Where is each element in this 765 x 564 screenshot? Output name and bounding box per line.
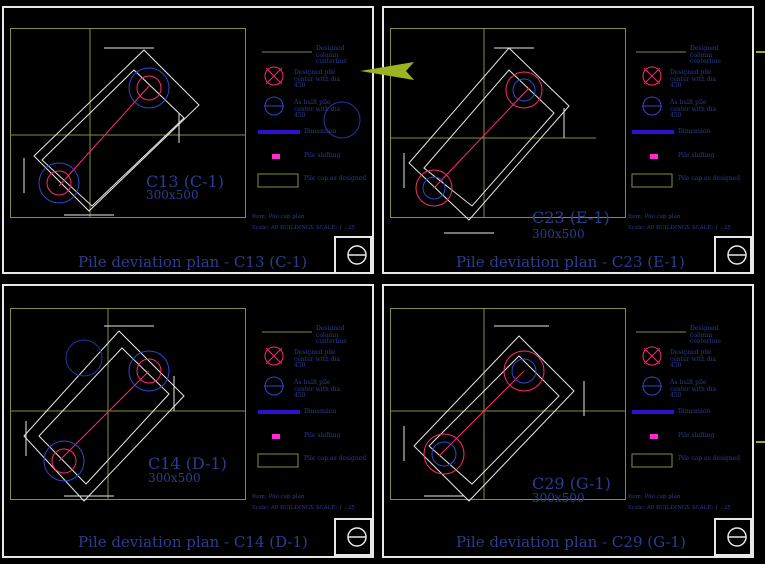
north-symbol-box xyxy=(714,236,752,274)
sheet-title: Pile deviation plan - C14 (D-1) xyxy=(78,533,308,551)
sheet-c14[interactable]: C14 (D-1) 300x500 Designed column center… xyxy=(2,284,374,558)
legend-built-pile: As built pile center with dia 450 xyxy=(670,99,717,120)
legend-dimension: Dimension xyxy=(678,408,711,415)
legend-shifting: Pile shifting xyxy=(304,432,341,439)
drawing-frame xyxy=(390,28,626,218)
north-symbol-box xyxy=(714,518,752,556)
drawing-frame xyxy=(390,308,626,500)
legend-centerline: Designed column centerline xyxy=(316,45,347,66)
scale-item: Item: Pile cap plan xyxy=(628,494,681,500)
pile-size: 300x500 xyxy=(532,491,585,505)
scale-text: Scale: All BUILDINGS SCALE: 1 : 25 xyxy=(628,225,731,231)
legend-shifting: Pile shifting xyxy=(678,152,715,159)
sheet-c29[interactable]: C29 (G-1) 300x500 Designed column center… xyxy=(382,284,754,558)
pile-plan-drawing xyxy=(10,308,367,547)
north-symbol-box xyxy=(334,236,372,274)
pile-plan-drawing xyxy=(390,308,747,547)
sheet-title: Pile deviation plan - C13 (C-1) xyxy=(78,253,308,271)
legend-designed-pile: Designed pile center with dia 450 xyxy=(294,69,341,90)
scale-item: Item: Pile cap plan xyxy=(628,214,681,220)
north-symbol-box xyxy=(334,518,372,556)
legend-dimension: Dimension xyxy=(304,408,337,415)
legend-centerline: Designed column centerline xyxy=(316,325,347,346)
sheet-c23[interactable]: C23 (E-1) 300x500 Designed column center… xyxy=(382,6,754,274)
pile-plan-drawing xyxy=(10,28,367,265)
legend-cap: Pile cap as designed xyxy=(304,455,367,462)
scale-text: Scale: All BUILDINGS SCALE: 1 : 25 xyxy=(252,225,355,231)
legend-designed-pile: Designed pile center with dia 450 xyxy=(670,349,717,370)
legend-centerline: Designed column centerline xyxy=(690,45,721,66)
legend-shifting: Pile shifting xyxy=(678,432,715,439)
sheet-c13[interactable]: C13 (C-1) 300x500 Designed column center… xyxy=(2,6,374,274)
drawing-frame xyxy=(10,308,246,500)
scale-text: Scale: All BUILDINGS SCALE: 1 : 25 xyxy=(252,505,355,511)
pile-size: 300x500 xyxy=(146,188,199,202)
scale-text: Scale: All BUILDINGS SCALE: 1 : 25 xyxy=(628,505,731,511)
legend-centerline: Designed column centerline xyxy=(690,325,721,346)
sheet-title: Pile deviation plan - C29 (G-1) xyxy=(456,533,686,551)
pile-label: C23 (E-1) xyxy=(532,208,610,227)
pile-plan-drawing xyxy=(390,28,747,265)
legend-built-pile: As built pile center with dia 450 xyxy=(670,379,717,400)
legend-built-pile: As built pile center with dia 450 xyxy=(294,379,341,400)
legend-cap: Pile cap as designed xyxy=(678,175,741,182)
drawing-frame xyxy=(10,28,246,218)
pile-size: 300x500 xyxy=(532,227,585,241)
legend-dimension: Dimension xyxy=(304,128,337,135)
legend-cap: Pile cap as designed xyxy=(304,175,367,182)
pile-label: C29 (G-1) xyxy=(532,474,611,493)
pile-size: 300x500 xyxy=(148,471,201,485)
scale-item: Item: Pile cap plan xyxy=(252,214,305,220)
legend-built-pile: As built pile center with dia 450 xyxy=(294,99,341,120)
legend-shifting: Pile shifting xyxy=(304,152,341,159)
pile-label: C14 (D-1) xyxy=(148,454,227,473)
sheet-title: Pile deviation plan - C23 (E-1) xyxy=(456,253,685,271)
scale-item: Item: Pile cap plan xyxy=(252,494,305,500)
legend-dimension: Dimension xyxy=(678,128,711,135)
legend-designed-pile: Designed pile center with dia 450 xyxy=(294,349,341,370)
legend-designed-pile: Designed pile center with dia 450 xyxy=(670,69,717,90)
legend-cap: Pile cap as designed xyxy=(678,455,741,462)
pile-label: C13 (C-1) xyxy=(146,172,224,191)
